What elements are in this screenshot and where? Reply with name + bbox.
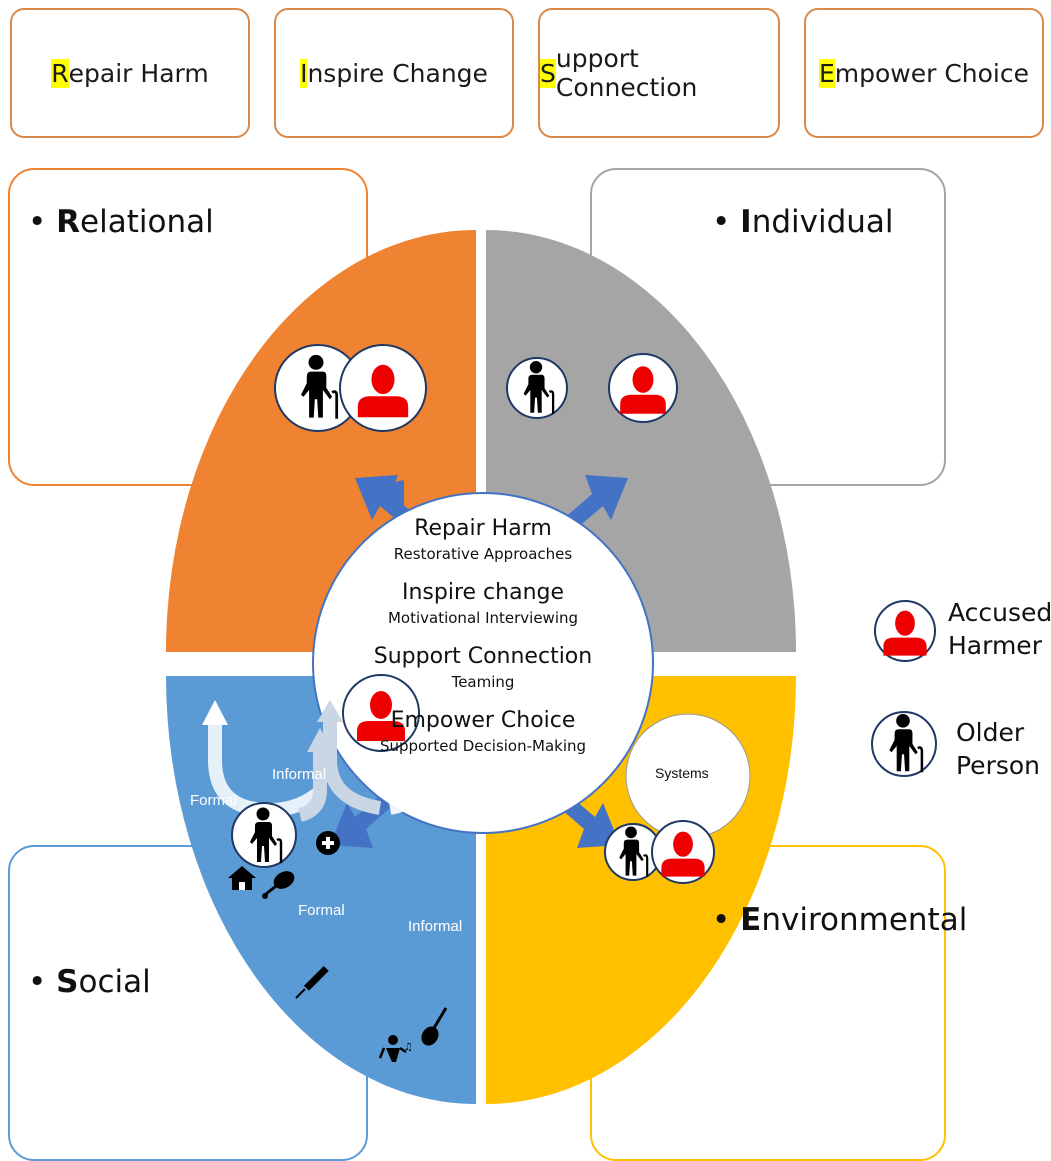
top-box-text: epair Harm — [68, 58, 209, 88]
center-item-title: Empower Choice — [390, 708, 576, 733]
center-text: Repair Harm Restorative Approaches Inspi… — [323, 515, 643, 757]
accused-harmer-legend-icon — [874, 600, 936, 662]
individual-label: • Individual — [712, 204, 894, 240]
center-item-title: Repair Harm — [414, 516, 552, 541]
center-item-title: Support Connection — [373, 644, 593, 669]
social-label: • Social — [28, 964, 151, 1000]
informal-label-top: Informal — [272, 766, 327, 783]
label-rest: elational — [80, 204, 214, 240]
dance-music-icon: ♫ — [378, 1035, 413, 1062]
label-first-letter: I — [740, 204, 752, 240]
formal-label-bottom: Formal — [298, 902, 345, 919]
bullet: • — [28, 204, 47, 240]
center-item-subtitle: Restorative Approaches — [393, 545, 573, 563]
older-person-badge — [231, 802, 297, 868]
center-item-subtitle: Supported Decision-Making — [379, 737, 587, 755]
relational-label: • Relational — [28, 204, 214, 240]
label-first-letter: S — [56, 964, 79, 1000]
legend-line: Accused — [948, 598, 1051, 627]
informal-arrow-bottom — [388, 700, 444, 815]
bullet: • — [712, 902, 731, 938]
label-rest: nvironmental — [761, 902, 968, 938]
top-box-text: upport Connection — [555, 44, 698, 102]
label-rest: ndividual — [751, 204, 894, 240]
highlight-letter: S — [540, 58, 556, 88]
highlight-letter: E — [818, 58, 835, 88]
legend-line: Older — [956, 718, 1025, 747]
center-item-subtitle: Teaming — [451, 673, 515, 691]
accused-harmer-badge — [608, 353, 678, 423]
label-first-letter: E — [740, 902, 762, 938]
accused-harmer-badge — [651, 820, 715, 884]
highlight-letter: R — [51, 58, 69, 88]
legend-line: Person — [956, 751, 1041, 780]
legend-older-person: Older Person — [956, 716, 1040, 782]
formal-arrow-bottom — [317, 700, 382, 815]
label-rest: ocial — [78, 964, 151, 1000]
older-person-legend-icon — [871, 711, 937, 777]
informal-label-bottom: Informal — [408, 918, 463, 935]
formal-label-top: Formal — [190, 792, 237, 809]
environmental-label: • Environmental — [712, 902, 967, 938]
syringe-icon — [295, 965, 329, 999]
home-icon — [228, 866, 256, 890]
accused-harmer-badge — [342, 674, 420, 752]
health-plus-icon — [316, 831, 340, 855]
top-box-text: nspire Change — [307, 58, 488, 88]
legend-accused-harmer: Accused Harmer — [948, 596, 1051, 662]
food-icon — [262, 871, 295, 899]
svg-text:♫: ♫ — [404, 1042, 413, 1053]
center-item-title: Inspire change — [401, 580, 565, 605]
highlight-letter: I — [300, 58, 308, 88]
label-first-letter: R — [56, 204, 81, 240]
bullet: • — [712, 204, 731, 240]
top-box-text: mpower Choice — [834, 58, 1030, 88]
legend-line: Harmer — [948, 631, 1042, 660]
accused-harmer-badge — [339, 344, 427, 432]
older-person-badge — [506, 357, 568, 419]
systems-label: Systems — [655, 765, 709, 781]
center-item-subtitle: Motivational Interviewing — [387, 609, 579, 627]
bullet: • — [28, 964, 47, 1000]
guitar-icon — [421, 1007, 448, 1046]
